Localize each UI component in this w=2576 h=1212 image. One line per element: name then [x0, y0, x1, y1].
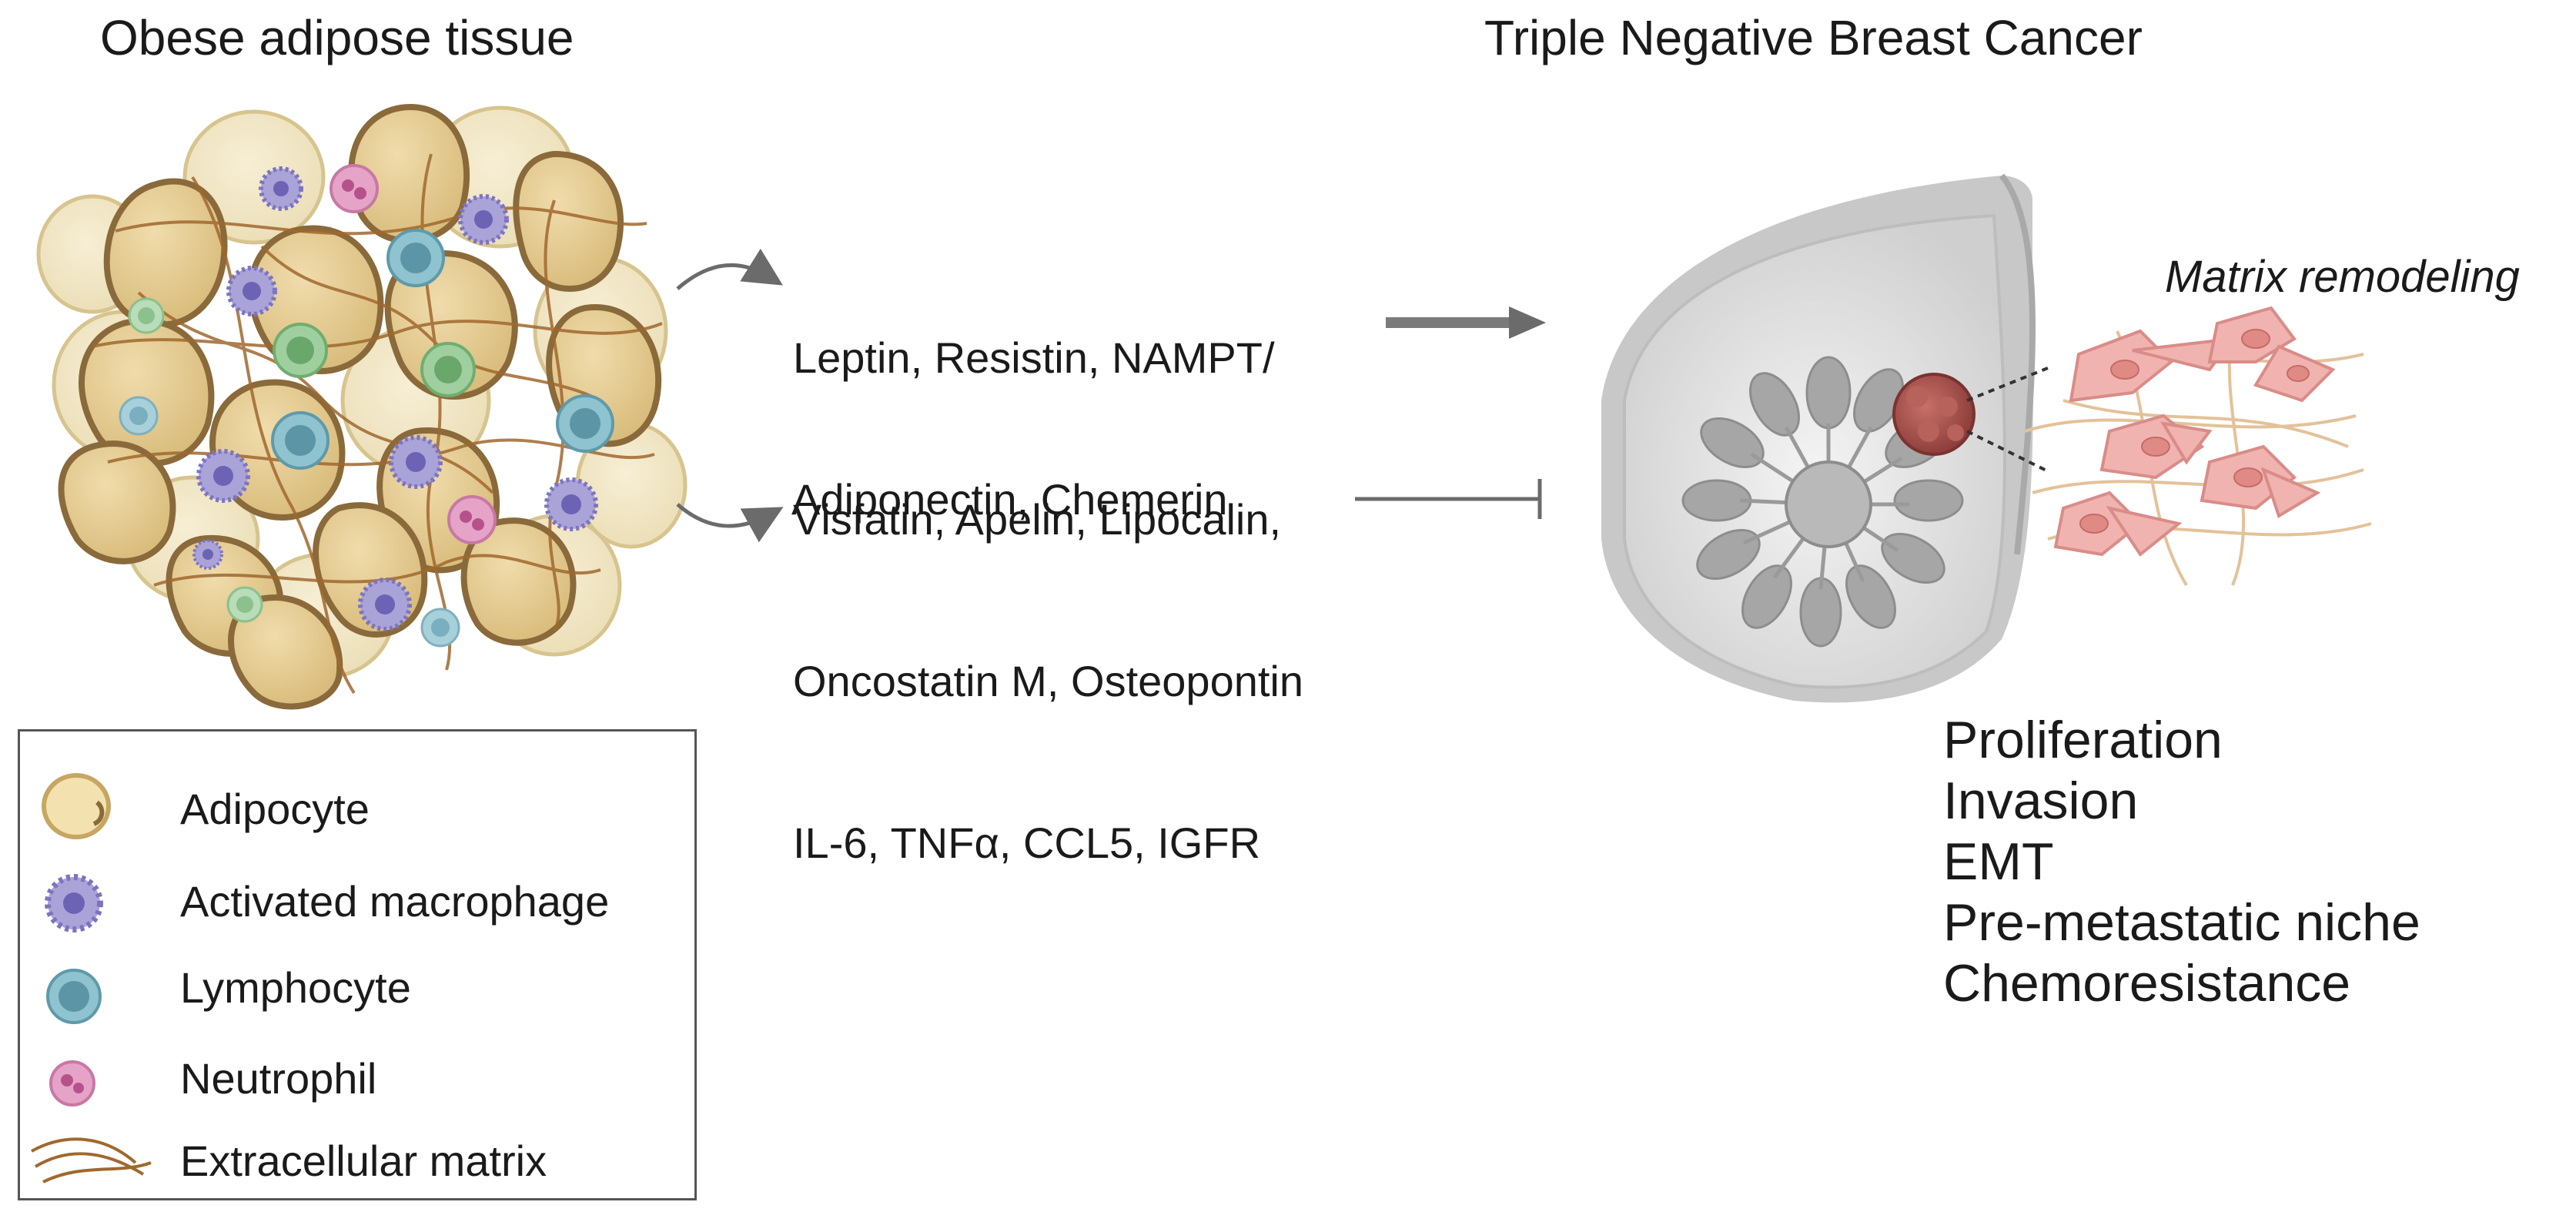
- legend-label-adipocyte: Adipocyte: [180, 785, 370, 833]
- promoting-arrow: [1386, 306, 1546, 339]
- outcome-item: Pre-metastatic niche: [1943, 893, 2420, 952]
- factor-line: Leptin, Resistin, NAMPT/: [793, 333, 1275, 382]
- right-title: Triple Negative Breast Cancer: [1484, 10, 2143, 65]
- neutrophil-icon: [49, 1060, 95, 1107]
- tumor: [1892, 373, 1975, 456]
- factor-line: IL-6, TNFα, CCL5, IGFR: [793, 819, 1261, 867]
- matrix-remodeling-illustration: [2024, 306, 2372, 587]
- adipocyte-bold-layer: [58, 104, 662, 710]
- macrophages: [192, 166, 598, 631]
- outcome-item: EMT: [1943, 832, 2054, 891]
- nipple-areola: [1785, 460, 1872, 548]
- extracellular-matrix-icon: [31, 1137, 152, 1184]
- outcome-item: Proliferation: [1943, 711, 2223, 769]
- left-title: Obese adipose tissue: [100, 10, 574, 65]
- zoom-dashed-lines: [1966, 367, 2049, 473]
- legend-icons: [31, 773, 152, 1184]
- lymphocyte-icon: [46, 969, 102, 1024]
- adipocyte-icon: [42, 773, 111, 839]
- promoting-factors: Leptin, Resistin, NAMPT/ Visfatin, Apeli…: [793, 223, 1303, 924]
- factor-line: Oncostatin M, Osteopontin: [793, 657, 1304, 705]
- outcomes-list: Proliferation Invasion EMT Pre-metastati…: [1943, 710, 2420, 1014]
- inhibiting-line: [1355, 479, 1542, 519]
- fibroblast-nuclei: [2079, 329, 2310, 534]
- adipose-tissue-cluster: [36, 104, 687, 710]
- neutrophils: [330, 164, 497, 544]
- green-cells: [128, 297, 476, 623]
- macrophage-icon: [45, 874, 103, 932]
- factor-line: Visfatin, Apelin, Lipocalin,: [793, 495, 1282, 544]
- legend-label-lymphocyte: Lymphocyte: [180, 963, 411, 1012]
- legend-label-extracellular-matrix: Extracellular matrix: [180, 1137, 547, 1185]
- legend-label-neutrophil: Neutrophil: [180, 1054, 377, 1103]
- outcome-item: Chemoresistance: [1943, 954, 2351, 1013]
- curved-arrows: [676, 248, 784, 543]
- matrix-remodeling-label: Matrix remodeling: [2165, 252, 2520, 302]
- legend: Adipocyte Activated macrophage Lymphocyt…: [18, 729, 697, 1200]
- inhibiting-factors: Adiponectin, Chemerin: [791, 475, 1228, 524]
- lymphocytes: [119, 229, 614, 648]
- outcome-item: Invasion: [1943, 772, 2139, 830]
- legend-label-macrophage: Activated macrophage: [180, 877, 610, 926]
- breast-illustration: [1601, 173, 2049, 703]
